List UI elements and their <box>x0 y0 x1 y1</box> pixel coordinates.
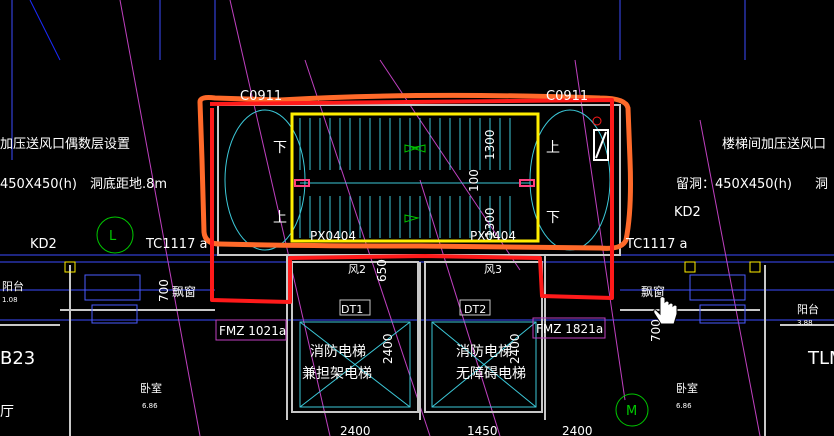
dim-2400-bottom-l: 2400 <box>340 424 371 436</box>
orange-annotation-outline <box>197 92 633 251</box>
dim-1300b: 1300 <box>483 207 497 238</box>
tc-right: TC1117 a <box>625 237 687 252</box>
tc-left: TC1117 a <box>145 237 207 252</box>
elevator1-line1: 消防电梯 <box>310 344 366 360</box>
stair-up-left: 上 <box>273 210 287 226</box>
stair-highlight-box <box>290 112 540 243</box>
area-bal-l: 1.08 <box>2 296 18 304</box>
elevator2-line2: 无障碍电梯 <box>456 366 526 382</box>
tlm: TLM <box>807 348 834 369</box>
label-boxes <box>215 317 606 341</box>
c-top-left: C0911 <box>240 89 282 104</box>
wo-left-small: 厅 <box>0 404 14 420</box>
area-l: 6.86 <box>142 402 158 410</box>
note-left: 加压送风口偶数层设置 <box>0 137 130 152</box>
dim-2400: 2400 <box>381 333 395 364</box>
handrail-marker-left <box>294 179 310 187</box>
stair-treads <box>299 118 530 238</box>
stair-down-left: 下 <box>273 140 287 156</box>
axis-m: M <box>626 404 637 419</box>
area-bal-r: 3.88 <box>797 319 813 327</box>
dim-1450: 1450 <box>467 424 498 436</box>
elevator-shafts <box>299 299 537 408</box>
handrail-marker-right <box>519 179 535 187</box>
balcony-left: 阳台 <box>2 279 24 293</box>
dim-2400b: 2400 <box>508 333 522 364</box>
fj-right: 风3 <box>484 263 502 276</box>
dim-650: 650 <box>375 259 389 282</box>
note-right: 楼梯间加压送风口 <box>722 137 826 152</box>
shaft-marker <box>592 116 609 161</box>
b23: B23 <box>0 348 35 369</box>
opening-right: 留洞：450X450(h) <box>676 177 792 192</box>
balcony-right: 阳台 <box>797 302 819 316</box>
dt1: DT1 <box>341 303 363 316</box>
dim-700l: 700 <box>157 279 171 302</box>
c-top-right: C0911 <box>546 89 588 104</box>
fmz-right: FMZ 1821a <box>536 322 603 336</box>
axis-l: L <box>109 229 117 244</box>
kd2-right: KD2 <box>674 205 701 220</box>
dim-100: 100 <box>467 169 481 192</box>
stair-up-right: 上 <box>546 140 560 156</box>
bay-window-right: 飘窗 <box>641 285 665 299</box>
opening-left-height: 洞底距地.8m <box>90 176 167 192</box>
elevator1-line2: 兼担架电梯 <box>302 366 372 382</box>
opening-left: 450X450(h) <box>0 177 77 192</box>
bay-window-left: 飘窗 <box>172 285 196 299</box>
fmz-left: FMZ 1021a <box>219 324 286 338</box>
dim-2400-bottom-r: 2400 <box>562 424 593 436</box>
elevator2-line1: 消防电梯 <box>456 344 512 360</box>
text-layer: 加压送风口偶数层设置 楼梯间加压送风口 450X450(h) 洞底距地.8m 留… <box>0 89 834 436</box>
room-right: 卧室 <box>676 381 698 395</box>
px-right: PX0404 <box>470 229 516 243</box>
dim-1300: 1300 <box>483 129 497 160</box>
green-arrows <box>404 144 426 223</box>
dt2: DT2 <box>464 303 486 316</box>
red-annotation-outline <box>209 98 614 304</box>
area-r: 6.86 <box>676 402 692 410</box>
room-left: 卧室 <box>140 381 162 395</box>
vertical-dims: 1300 100 1300 2400 2400 700 700 650 <box>157 129 663 364</box>
px-left: PX0404 <box>310 229 356 243</box>
walls <box>0 104 834 436</box>
hand-cursor-icon <box>653 296 678 325</box>
fixtures <box>64 261 761 324</box>
fj-left: 风2 <box>348 263 366 276</box>
kd2-left: KD2 <box>30 237 57 252</box>
opening-right-tail: 洞 <box>815 177 828 192</box>
stair-down-right: 下 <box>546 210 560 226</box>
dim-700r: 700 <box>649 319 663 342</box>
